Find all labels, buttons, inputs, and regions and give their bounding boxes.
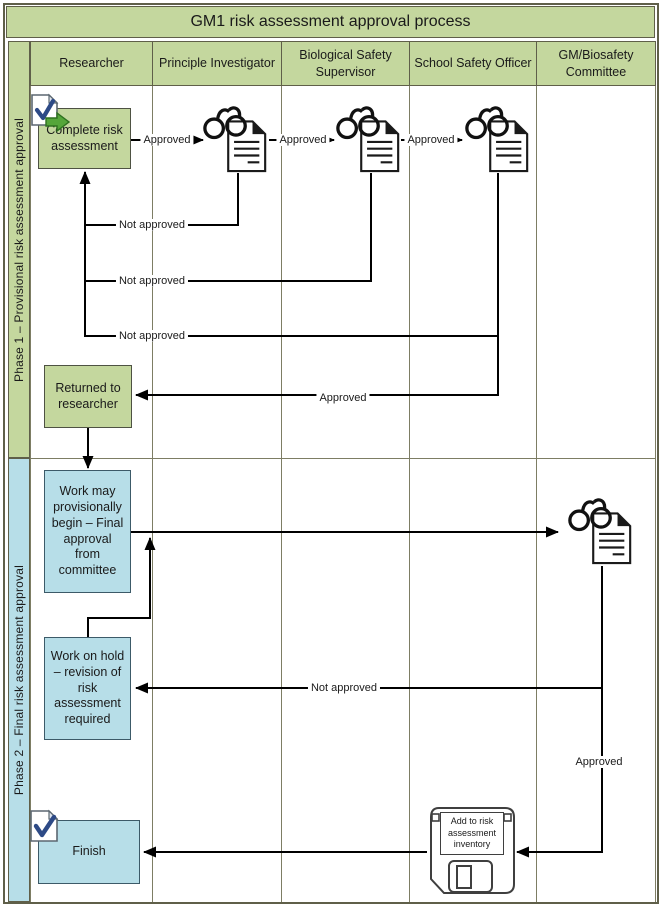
- phase1-label: Phase 1 – Provisional risk assessment ap…: [12, 117, 26, 382]
- edge-label-approved-to-pi: Approved: [140, 134, 194, 146]
- start-checklist-icon: [31, 93, 71, 133]
- lane-header-biological-safety-supervisor-label: Biological Safety Supervisor: [299, 48, 392, 79]
- node-work-may-provisionally-begin-label: Work may provisionally begin – Final app…: [51, 484, 124, 577]
- diagram-outer-border: [3, 3, 659, 904]
- diagram-title: GM1 risk assessment approval process: [190, 13, 471, 30]
- edge-label-approved-returned: Approved: [316, 392, 370, 404]
- finish-checklist-icon: [30, 809, 59, 842]
- lane-divider: [281, 86, 282, 902]
- lane-header-gm-biosafety-committee: GM/Biosafety Committee: [536, 41, 656, 86]
- lane-divider: [30, 86, 31, 902]
- save-to-inventory-label: Add to risk assessment inventory: [440, 812, 504, 855]
- edge-label-approved-committee: Approved: [572, 756, 626, 768]
- lane-header-principle-investigator-label: Principle Investigator: [158, 56, 276, 71]
- edge-label-not-approved-committee: Not approved: [307, 682, 381, 694]
- node-returned-to-researcher-label: Returned to researcher: [55, 380, 121, 411]
- node-work-on-hold: Work on hold – revision of risk assessme…: [44, 637, 131, 740]
- review-icon-school-safety-officer: [465, 106, 529, 173]
- edge-label-not-approved-sso: Not approved: [115, 330, 189, 342]
- edge-label-approved-to-sso: Approved: [404, 134, 458, 146]
- edge-label-not-approved-pi: Not approved: [115, 219, 189, 231]
- lane-header-school-safety-officer: School Safety Officer: [409, 41, 537, 86]
- lane-header-researcher-label: Researcher: [59, 56, 124, 71]
- phase-divider-line: [30, 458, 656, 459]
- review-icon-biological-safety-supervisor: [336, 106, 400, 173]
- lane-divider: [409, 86, 410, 902]
- lane-header-researcher: Researcher: [30, 41, 153, 86]
- lane-divider: [536, 86, 537, 902]
- edge-label-approved-to-bss: Approved: [276, 134, 330, 146]
- node-work-on-hold-label: Work on hold – revision of risk assessme…: [50, 649, 125, 727]
- lane-header-school-safety-officer-label: School Safety Officer: [414, 56, 532, 71]
- diagram-title-bar: GM1 risk assessment approval process: [6, 6, 655, 38]
- phase1-band: Phase 1 – Provisional risk assessment ap…: [8, 41, 30, 458]
- phase2-band: Phase 2 – Final risk assessment approval: [8, 458, 30, 902]
- lane-header-biological-safety-supervisor: Biological Safety Supervisor: [281, 41, 410, 86]
- lane-header-gm-biosafety-committee-label: GM/Biosafety Committee: [558, 48, 634, 79]
- phase2-label: Phase 2 – Final risk assessment approval: [12, 564, 26, 796]
- lane-divider: [655, 86, 656, 902]
- review-icon-principle-investigator: [203, 106, 267, 173]
- lane-header-principle-investigator: Principle Investigator: [152, 41, 282, 86]
- node-work-may-provisionally-begin: Work may provisionally begin – Final app…: [44, 470, 131, 593]
- node-returned-to-researcher: Returned to researcher: [44, 365, 132, 428]
- edge-label-not-approved-bss: Not approved: [115, 275, 189, 287]
- lane-divider: [152, 86, 153, 902]
- review-icon-gm-biosafety-committee: [568, 498, 632, 565]
- node-finish-label: Finish: [72, 844, 106, 859]
